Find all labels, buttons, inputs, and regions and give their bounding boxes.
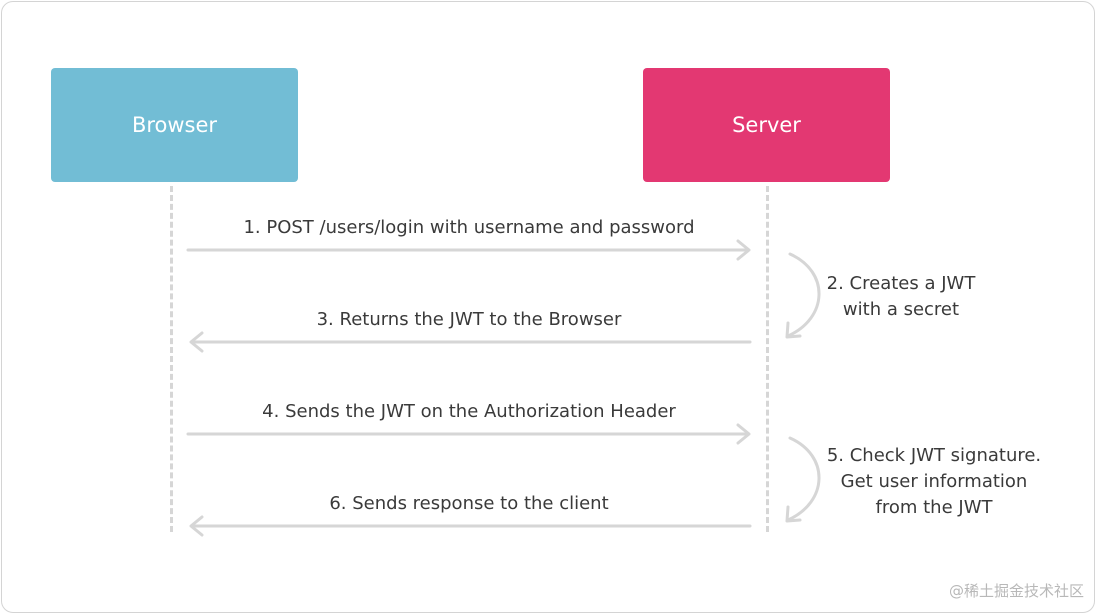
server-actor-box: Server: [643, 68, 890, 182]
watermark: @稀土掘金技术社区: [948, 582, 1084, 600]
message-3-label: 3. Returns the JWT to the Browser: [316, 309, 622, 330]
browser-actor-box: Browser: [51, 68, 298, 182]
message-6-label: 6. Sends response to the client: [329, 493, 609, 514]
self-arrow-2: [786, 252, 821, 338]
note-5-line-3: from the JWT: [875, 497, 993, 518]
self-arrow-5: [786, 436, 821, 522]
note-2-line-1: 2. Creates a JWT: [826, 273, 976, 294]
arrow-3-head: [189, 331, 204, 353]
note-5: 5. Check JWT signature. Get user informa…: [827, 443, 1041, 521]
note-5-line-1: 5. Check JWT signature.: [826, 445, 1042, 466]
arrow-4-head: [736, 423, 751, 445]
note-2-line-2: with a secret: [842, 299, 960, 320]
note-5-line-2: Get user information: [840, 471, 1028, 492]
self-arrow-2-head: [785, 321, 802, 339]
self-arrow-5-head: [785, 505, 802, 523]
browser-lifeline: [170, 186, 173, 532]
arrow-6-head: [189, 515, 204, 537]
message-4-label: 4. Sends the JWT on the Authorization He…: [262, 401, 676, 422]
message-1-label: 1. POST /users/login with username and p…: [243, 217, 695, 238]
note-2: 2. Creates a JWT with a secret: [827, 271, 976, 323]
server-actor-label: Server: [732, 113, 801, 137]
arrow-1-head: [736, 239, 751, 261]
server-lifeline: [766, 186, 769, 532]
browser-actor-label: Browser: [131, 113, 218, 137]
